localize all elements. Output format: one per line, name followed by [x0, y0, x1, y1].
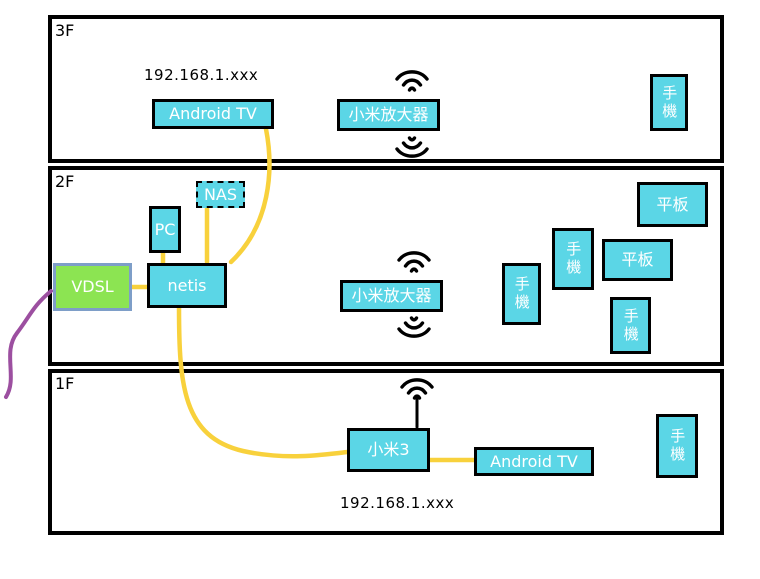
ip-label-1f: 192.168.1.xxx	[340, 494, 455, 512]
extender-3f-node: 小米放大器	[337, 99, 440, 131]
pc-label: PC	[154, 219, 176, 239]
phone-2f-left-node: 手機	[502, 263, 541, 325]
tablet-2f-top-node: 平板	[637, 182, 708, 227]
xiaomi3-label: 小米3	[367, 440, 410, 460]
android-tv-1f-label: Android TV	[490, 451, 578, 471]
android-tv-3f-label: Android TV	[169, 104, 257, 124]
wifi-signal-down-icon	[396, 314, 434, 342]
wifi-signal-up-icon	[399, 374, 437, 402]
floor-3f-label: 3F	[55, 21, 75, 40]
extender-2f-node: 小米放大器	[340, 280, 443, 312]
wifi-signal-up-icon	[394, 66, 432, 94]
wan-line-vdsl	[4, 289, 53, 399]
vdsl-modem-node: VDSL	[53, 263, 132, 311]
tablet-2f-top-label: 平板	[656, 194, 689, 214]
phone-2f-bottom-node: 手機	[610, 297, 651, 354]
tablet-2f-mid-node: 平板	[602, 239, 673, 281]
phone-2f-bottom-label: 手機	[621, 307, 640, 344]
extender-3f-label: 小米放大器	[348, 105, 429, 125]
phone-1f-node: 手機	[656, 414, 698, 478]
ip-label-3f: 192.168.1.xxx	[144, 66, 259, 84]
phone-3f-node: 手機	[650, 74, 688, 131]
phone-3f-label: 手機	[660, 84, 679, 121]
phone-2f-left-label: 手機	[512, 276, 531, 312]
phone-2f-mid-node: 手機	[552, 228, 594, 290]
android-tv-3f-node: Android TV	[152, 99, 274, 129]
phone-2f-mid-label: 手機	[564, 241, 583, 277]
netis-router-node: netis	[147, 263, 227, 308]
vdsl-label: VDSL	[71, 277, 114, 297]
extender-2f-label: 小米放大器	[351, 286, 432, 306]
wifi-signal-up-icon	[396, 247, 434, 275]
pc-node: PC	[149, 206, 181, 253]
floor-3f-outline	[48, 15, 724, 163]
floor-1f-label: 1F	[55, 374, 75, 393]
wifi-signal-down-icon	[394, 134, 432, 162]
netis-label: netis	[167, 275, 207, 295]
nas-node: NAS	[196, 181, 245, 208]
xiaomi3-router-node: 小米3	[347, 428, 430, 472]
android-tv-1f-node: Android TV	[474, 447, 594, 476]
tablet-2f-mid-label: 平板	[621, 250, 654, 270]
floor-2f-label: 2F	[55, 172, 75, 191]
nas-label: NAS	[203, 184, 238, 204]
phone-1f-label: 手機	[668, 428, 687, 464]
